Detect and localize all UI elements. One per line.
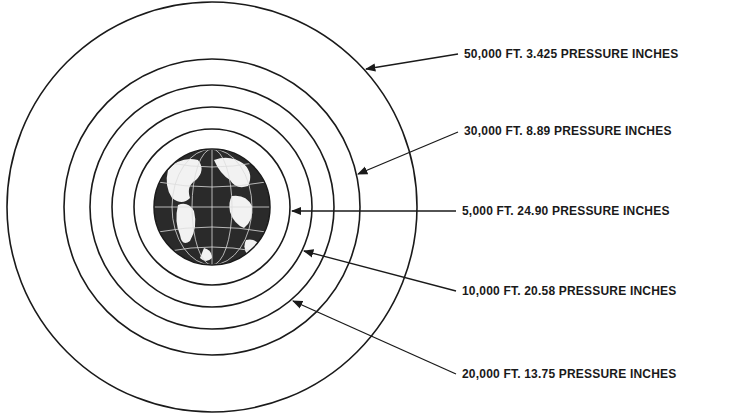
- altitude-label: 30,000 FT. 8.89 PRESSURE INCHES: [464, 124, 672, 138]
- altitude-label: 20,000 FT. 13.75 PRESSURE INCHES: [462, 367, 677, 381]
- altitude-label: 50,000 FT. 3.425 PRESSURE INCHES: [464, 47, 679, 61]
- altitude-label: 5,000 FT. 24.90 PRESSURE INCHES: [462, 204, 670, 218]
- altitude-label: 10,000 FT. 20.58 PRESSURE INCHES: [462, 284, 677, 298]
- leader-lines: [292, 54, 458, 374]
- globe: [154, 149, 270, 265]
